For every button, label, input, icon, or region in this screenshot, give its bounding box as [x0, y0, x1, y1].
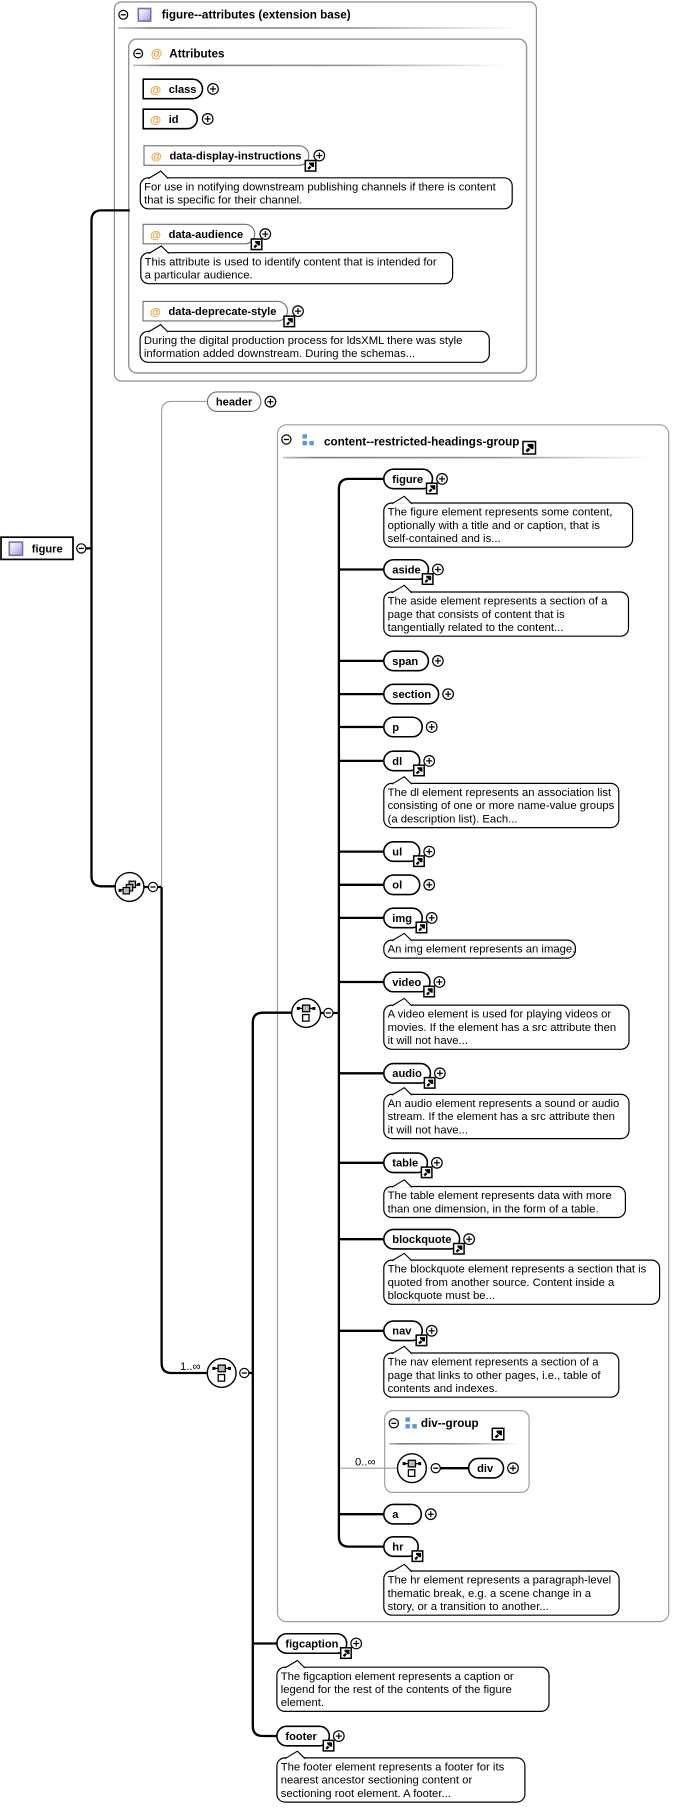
svg-text:@: @ — [151, 49, 162, 61]
svg-text:The aside element represents a: The aside element represents a section o… — [388, 596, 609, 608]
svg-text:hr: hr — [392, 1542, 404, 1554]
svg-text:table: table — [392, 1158, 418, 1170]
svg-text:blockquote must be...: blockquote must be... — [388, 1290, 495, 1302]
svg-text:story, or a transition to anot: story, or a transition to another... — [388, 1601, 549, 1613]
svg-text:sectioning root element. A foo: sectioning root element. A footer... — [281, 1788, 451, 1800]
svg-text:class: class — [169, 84, 197, 96]
svg-text:legend for the rest of the con: legend for the rest of the contents of t… — [281, 1684, 512, 1696]
svg-text:The hr element represents a pa: The hr element represents a paragraph-le… — [388, 1575, 612, 1587]
svg-text:Attributes: Attributes — [169, 47, 225, 60]
svg-text:figure--attributes (extension: figure--attributes (extension base) — [162, 9, 351, 22]
svg-text:content--restricted-headings-g: content--restricted-headings-group — [324, 435, 519, 448]
svg-text:(a description list). Each...: (a description list). Each... — [388, 813, 518, 825]
svg-text:The footer element represents: The footer element represents a footer f… — [281, 1762, 505, 1774]
svg-text:ol: ol — [392, 880, 402, 892]
svg-text:During the digital production: During the digital production process fo… — [144, 335, 463, 347]
svg-text:aside: aside — [392, 564, 420, 576]
svg-text:figcaption: figcaption — [285, 1638, 338, 1650]
svg-text:data-deprecate-style: data-deprecate-style — [169, 306, 277, 318]
svg-text:self-contained and is...: self-contained and is... — [388, 533, 501, 545]
svg-text:This attribute is used to iden: This attribute is used to identify conte… — [145, 256, 437, 268]
svg-text:it will not have...: it will not have... — [388, 1035, 468, 1047]
svg-text:p: p — [392, 722, 399, 734]
svg-text:@: @ — [150, 306, 161, 318]
svg-text:tangentially related to the co: tangentially related to the content... — [388, 622, 564, 634]
svg-text:element.: element. — [281, 1697, 324, 1709]
svg-text:0..∞: 0..∞ — [355, 1456, 376, 1468]
svg-text:id: id — [169, 114, 179, 126]
svg-text:header: header — [216, 397, 253, 409]
svg-text:a: a — [392, 1509, 399, 1521]
svg-text:data-audience: data-audience — [169, 229, 244, 241]
svg-text:The figure element represents: The figure element represents some conte… — [388, 507, 613, 519]
svg-text:optionally with a title and or: optionally with a title and or caption, … — [388, 520, 601, 532]
svg-text:nav: nav — [392, 1326, 412, 1338]
svg-text:div: div — [477, 1463, 494, 1475]
svg-text:movies. If the element has a s: movies. If the element has a src attribu… — [388, 1022, 617, 1034]
svg-text:1..∞: 1..∞ — [180, 1361, 201, 1373]
svg-text:An audio element represents a: An audio element represents a sound or a… — [388, 1098, 620, 1110]
svg-text:dl: dl — [392, 756, 402, 768]
svg-text:figure: figure — [32, 544, 63, 556]
svg-text:a particular audience.: a particular audience. — [145, 270, 253, 282]
svg-text:nearest ancestor sectioning co: nearest ancestor sectioning content or — [281, 1775, 473, 1787]
svg-text:page that consists of content: page that consists of content that is — [388, 609, 565, 621]
svg-text:The dl element represents an a: The dl element represents an association… — [388, 787, 612, 799]
svg-text:than one dimension, in the for: than one dimension, in the form of a tab… — [388, 1203, 599, 1215]
svg-text:section: section — [392, 689, 431, 701]
svg-text:img: img — [392, 913, 412, 925]
svg-text:consisting of one or more name: consisting of one or more name-value gro… — [388, 800, 615, 812]
svg-text:The table element represents d: The table element represents data with m… — [388, 1190, 612, 1202]
svg-text:it will not have...: it will not have... — [388, 1124, 468, 1136]
svg-text:For use in notifying downstrea: For use in notifying downstream publishi… — [144, 181, 497, 193]
svg-text:span: span — [392, 656, 418, 668]
svg-text:@: @ — [150, 114, 161, 126]
svg-text:contents and indexes.: contents and indexes. — [388, 1383, 498, 1395]
svg-text:blockquote: blockquote — [392, 1234, 451, 1246]
svg-text:information added downstream.: information added downstream. During the… — [144, 348, 415, 360]
svg-text:figure: figure — [392, 474, 423, 486]
svg-text:stream. If the element has a s: stream. If the element has a src attribu… — [388, 1111, 615, 1123]
svg-text:The nav element represents a s: The nav element represents a section of … — [388, 1357, 600, 1369]
svg-text:thematic break, e.g. a scene c: thematic break, e.g. a scene change in a — [388, 1588, 592, 1600]
svg-text:page that links to other pages: page that links to other pages, i.e., ta… — [388, 1370, 602, 1382]
svg-text:A video element is used for pl: A video element is used for playing vide… — [388, 1009, 612, 1021]
svg-text:audio: audio — [392, 1068, 422, 1080]
svg-text:video: video — [392, 977, 421, 989]
svg-text:@: @ — [150, 229, 161, 241]
svg-text:ul: ul — [392, 847, 402, 859]
svg-text:that is specific for their cha: that is specific for their channel. — [144, 195, 302, 207]
svg-text:footer: footer — [285, 1731, 317, 1743]
svg-text:An img element represents an i: An img element represents an image. — [388, 944, 576, 956]
svg-text:@: @ — [150, 84, 161, 96]
svg-text:data-display-instructions: data-display-instructions — [170, 150, 302, 162]
svg-text:The figcaption element represe: The figcaption element represents a capt… — [281, 1671, 514, 1683]
svg-text:The blockquote element represe: The blockquote element represents a sect… — [388, 1264, 647, 1276]
svg-text:@: @ — [151, 151, 162, 163]
svg-text:div--group: div--group — [421, 1417, 479, 1430]
svg-text:quoted from another source. Co: quoted from another source. Content insi… — [388, 1277, 615, 1289]
